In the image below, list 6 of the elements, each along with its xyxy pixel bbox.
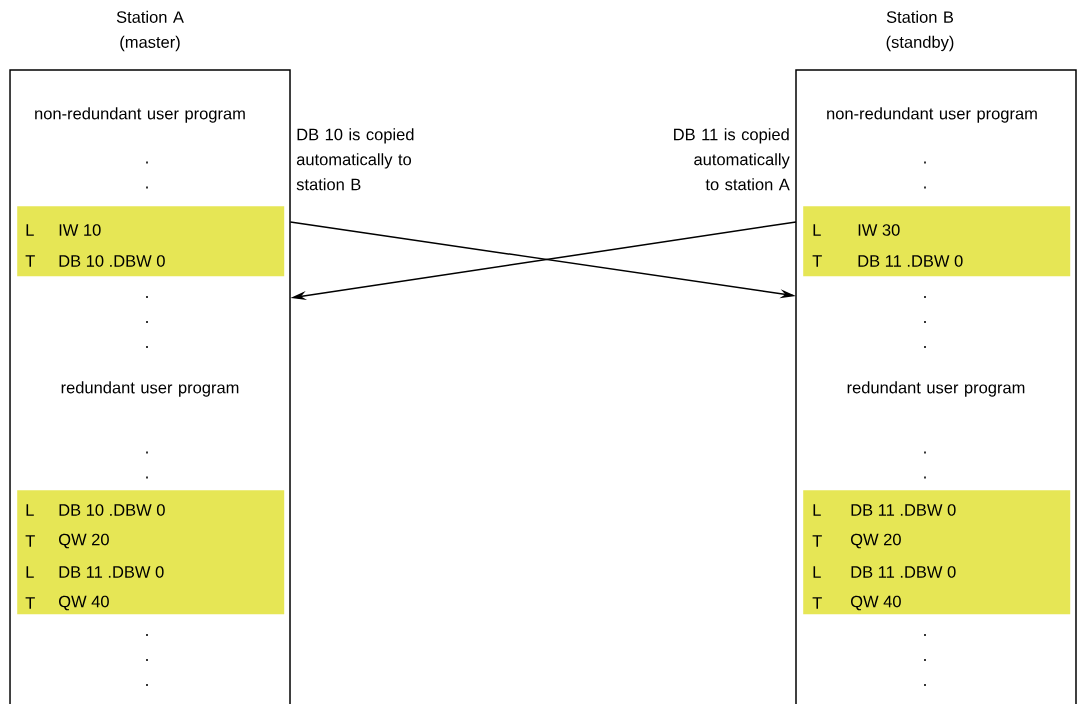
edge-label: DB 11 is copied automatically to station A (674, 128, 790, 191)
code-block: L IW 10 T DB 10 .DBW 0 (17, 206, 285, 277)
code-block: L DB 10 .DBW 0 T QW 20 L DB 11 .DBW 0 T QW 40 (17, 490, 285, 615)
code-block: L IW 30 T DB 11 .DBW 0 (803, 206, 1071, 277)
edge-label: DB 10 is copied automatically to station B (296, 128, 414, 191)
code-block: L DB 11 .DBW 0 T QW 20 L DB 11 .DBW 0 T QW 40 (803, 490, 1071, 615)
